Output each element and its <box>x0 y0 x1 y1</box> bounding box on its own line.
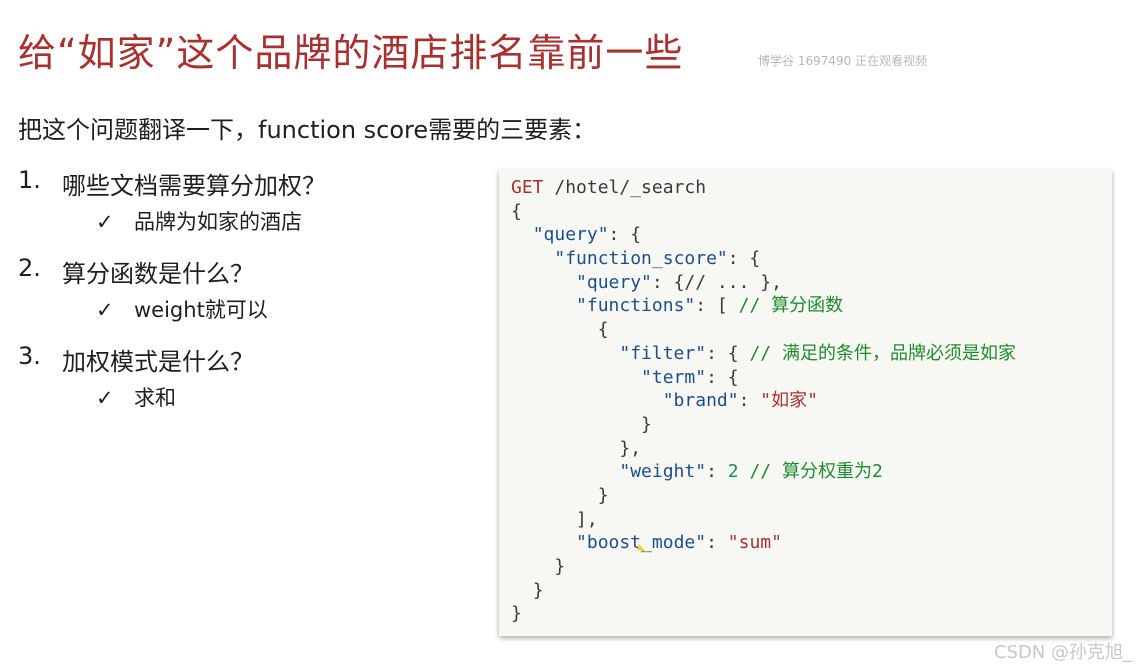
question-number: 3. <box>18 342 41 370</box>
code-space <box>739 461 750 482</box>
question-number: 2. <box>18 254 41 282</box>
question-item: 1. 哪些文档需要算分加权？ ✓ 品牌为如家的酒店 <box>18 166 478 254</box>
code-line: GET /hotel/_search <box>511 176 1112 200</box>
code-indent <box>511 248 554 269</box>
code-line: } <box>511 484 1112 508</box>
code-punct: { <box>597 319 609 341</box>
code-line: "brand": "如家" <box>511 389 1112 413</box>
code-indent <box>511 319 598 340</box>
code-key: "query" <box>576 271 652 293</box>
check-icon: ✓ <box>96 386 114 410</box>
code-key: "functions" <box>576 295 696 317</box>
code-punct: : { <box>727 248 761 270</box>
code-block: GET /hotel/_search { "query": { "functio… <box>499 170 1112 636</box>
code-punct: } <box>554 556 566 577</box>
code-punct: ], <box>576 508 598 530</box>
code-indent <box>511 295 576 316</box>
code-line: } <box>511 602 1112 626</box>
question-item: 3. 加权模式是什么？ ✓ 求和 <box>18 342 478 430</box>
answer-item: ✓ 品牌为如家的酒店 <box>96 206 302 236</box>
code-line: { <box>511 200 1112 224</box>
code-punct: : { <box>608 224 642 246</box>
question-text: 加权模式是什么？ <box>62 348 254 376</box>
code-line: "filter": { // 满足的条件，品牌必须是如家 <box>511 342 1112 366</box>
code-key: "brand" <box>662 390 739 412</box>
code-key: "term" <box>641 366 707 388</box>
code-indent <box>511 580 533 601</box>
page-title: 给“如家”这个品牌的酒店排名靠前一些 <box>18 31 684 75</box>
code-line: "query": {// ... }, <box>511 271 1112 295</box>
code-string: "如家" <box>760 390 818 412</box>
code-punct: : [ <box>695 295 739 317</box>
code-punct: } <box>641 413 652 435</box>
code-path: /hotel/_search <box>543 177 707 198</box>
answer-item: ✓ 求和 <box>96 382 176 412</box>
code-indent <box>511 485 598 506</box>
code-key: "function_score" <box>554 248 728 270</box>
answer-item: ✓ weight就可以 <box>96 294 268 324</box>
code-indent <box>511 390 663 411</box>
footer-watermark: CSDN @孙克旭_ <box>993 642 1132 663</box>
code-punct: : <box>706 532 728 554</box>
code-line: "function_score": { <box>511 247 1112 271</box>
code-indent <box>511 532 576 553</box>
code-punct: { <box>511 200 522 222</box>
code-punct: } <box>597 484 609 506</box>
code-punct: } <box>511 603 522 625</box>
code-comment: // 满足的条件，品牌必须是如家 <box>749 342 1016 364</box>
code-line: "weight": 2 // 算分权重为2 <box>511 460 1112 484</box>
code-line: ], <box>511 508 1112 532</box>
code-indent <box>511 343 619 364</box>
code-comment: // 算分权重为2 <box>749 461 883 483</box>
code-indent <box>511 272 576 293</box>
code-punct: : { <box>706 342 750 364</box>
answer-text: weight就可以 <box>134 298 268 322</box>
code-line: { <box>511 318 1112 342</box>
code-punct: : {// ... }, <box>651 271 782 293</box>
code-line: "boost_mode": "sum" <box>511 531 1112 555</box>
question-text: 哪些文档需要算分加权？ <box>62 172 326 200</box>
code-punct: : <box>738 390 761 412</box>
code-number: 2 <box>727 461 739 483</box>
code-indent <box>511 414 641 435</box>
code-indent <box>511 461 619 482</box>
code-line: } <box>511 413 1112 437</box>
watermark-text: 博学谷 1697490 正在观看视频 <box>758 54 928 68</box>
code-punct: } <box>532 579 544 601</box>
check-icon: ✓ <box>96 210 114 234</box>
code-line: } <box>511 555 1112 579</box>
check-icon: ✓ <box>96 298 114 322</box>
code-line: "term": { <box>511 366 1112 390</box>
code-line: "functions": [ // 算分函数 <box>511 294 1112 318</box>
code-key: "weight" <box>619 461 707 483</box>
question-list: 1. 哪些文档需要算分加权？ ✓ 品牌为如家的酒店 2. 算分函数是什么？ ✓ we… <box>18 166 478 430</box>
code-keyword: GET <box>511 177 544 198</box>
code-punct: : { <box>706 366 739 388</box>
code-indent <box>511 438 619 459</box>
code-punct: }, <box>619 437 642 459</box>
code-line: "query": { <box>511 223 1112 247</box>
question-number: 1. <box>18 166 41 194</box>
code-indent <box>511 556 554 577</box>
intro-text: 把这个问题翻译一下，function score需要的三要素： <box>18 116 597 144</box>
code-key: "boost_mode" <box>576 532 707 554</box>
code-indent <box>511 224 533 245</box>
code-key: "filter" <box>619 342 707 364</box>
code-line: } <box>511 579 1112 603</box>
answer-text: 品牌为如家的酒店 <box>134 210 302 234</box>
question-item: 2. 算分函数是什么？ ✓ weight就可以 <box>18 254 478 342</box>
code-indent <box>511 367 641 388</box>
question-text: 算分函数是什么？ <box>62 260 254 288</box>
code-key: "query" <box>532 224 609 246</box>
answer-text: 求和 <box>134 386 176 410</box>
code-string: "sum" <box>727 532 782 554</box>
code-indent <box>511 509 576 530</box>
code-line: }, <box>511 437 1112 461</box>
code-comment: // 算分函数 <box>738 295 844 317</box>
code-punct: : <box>706 461 728 483</box>
